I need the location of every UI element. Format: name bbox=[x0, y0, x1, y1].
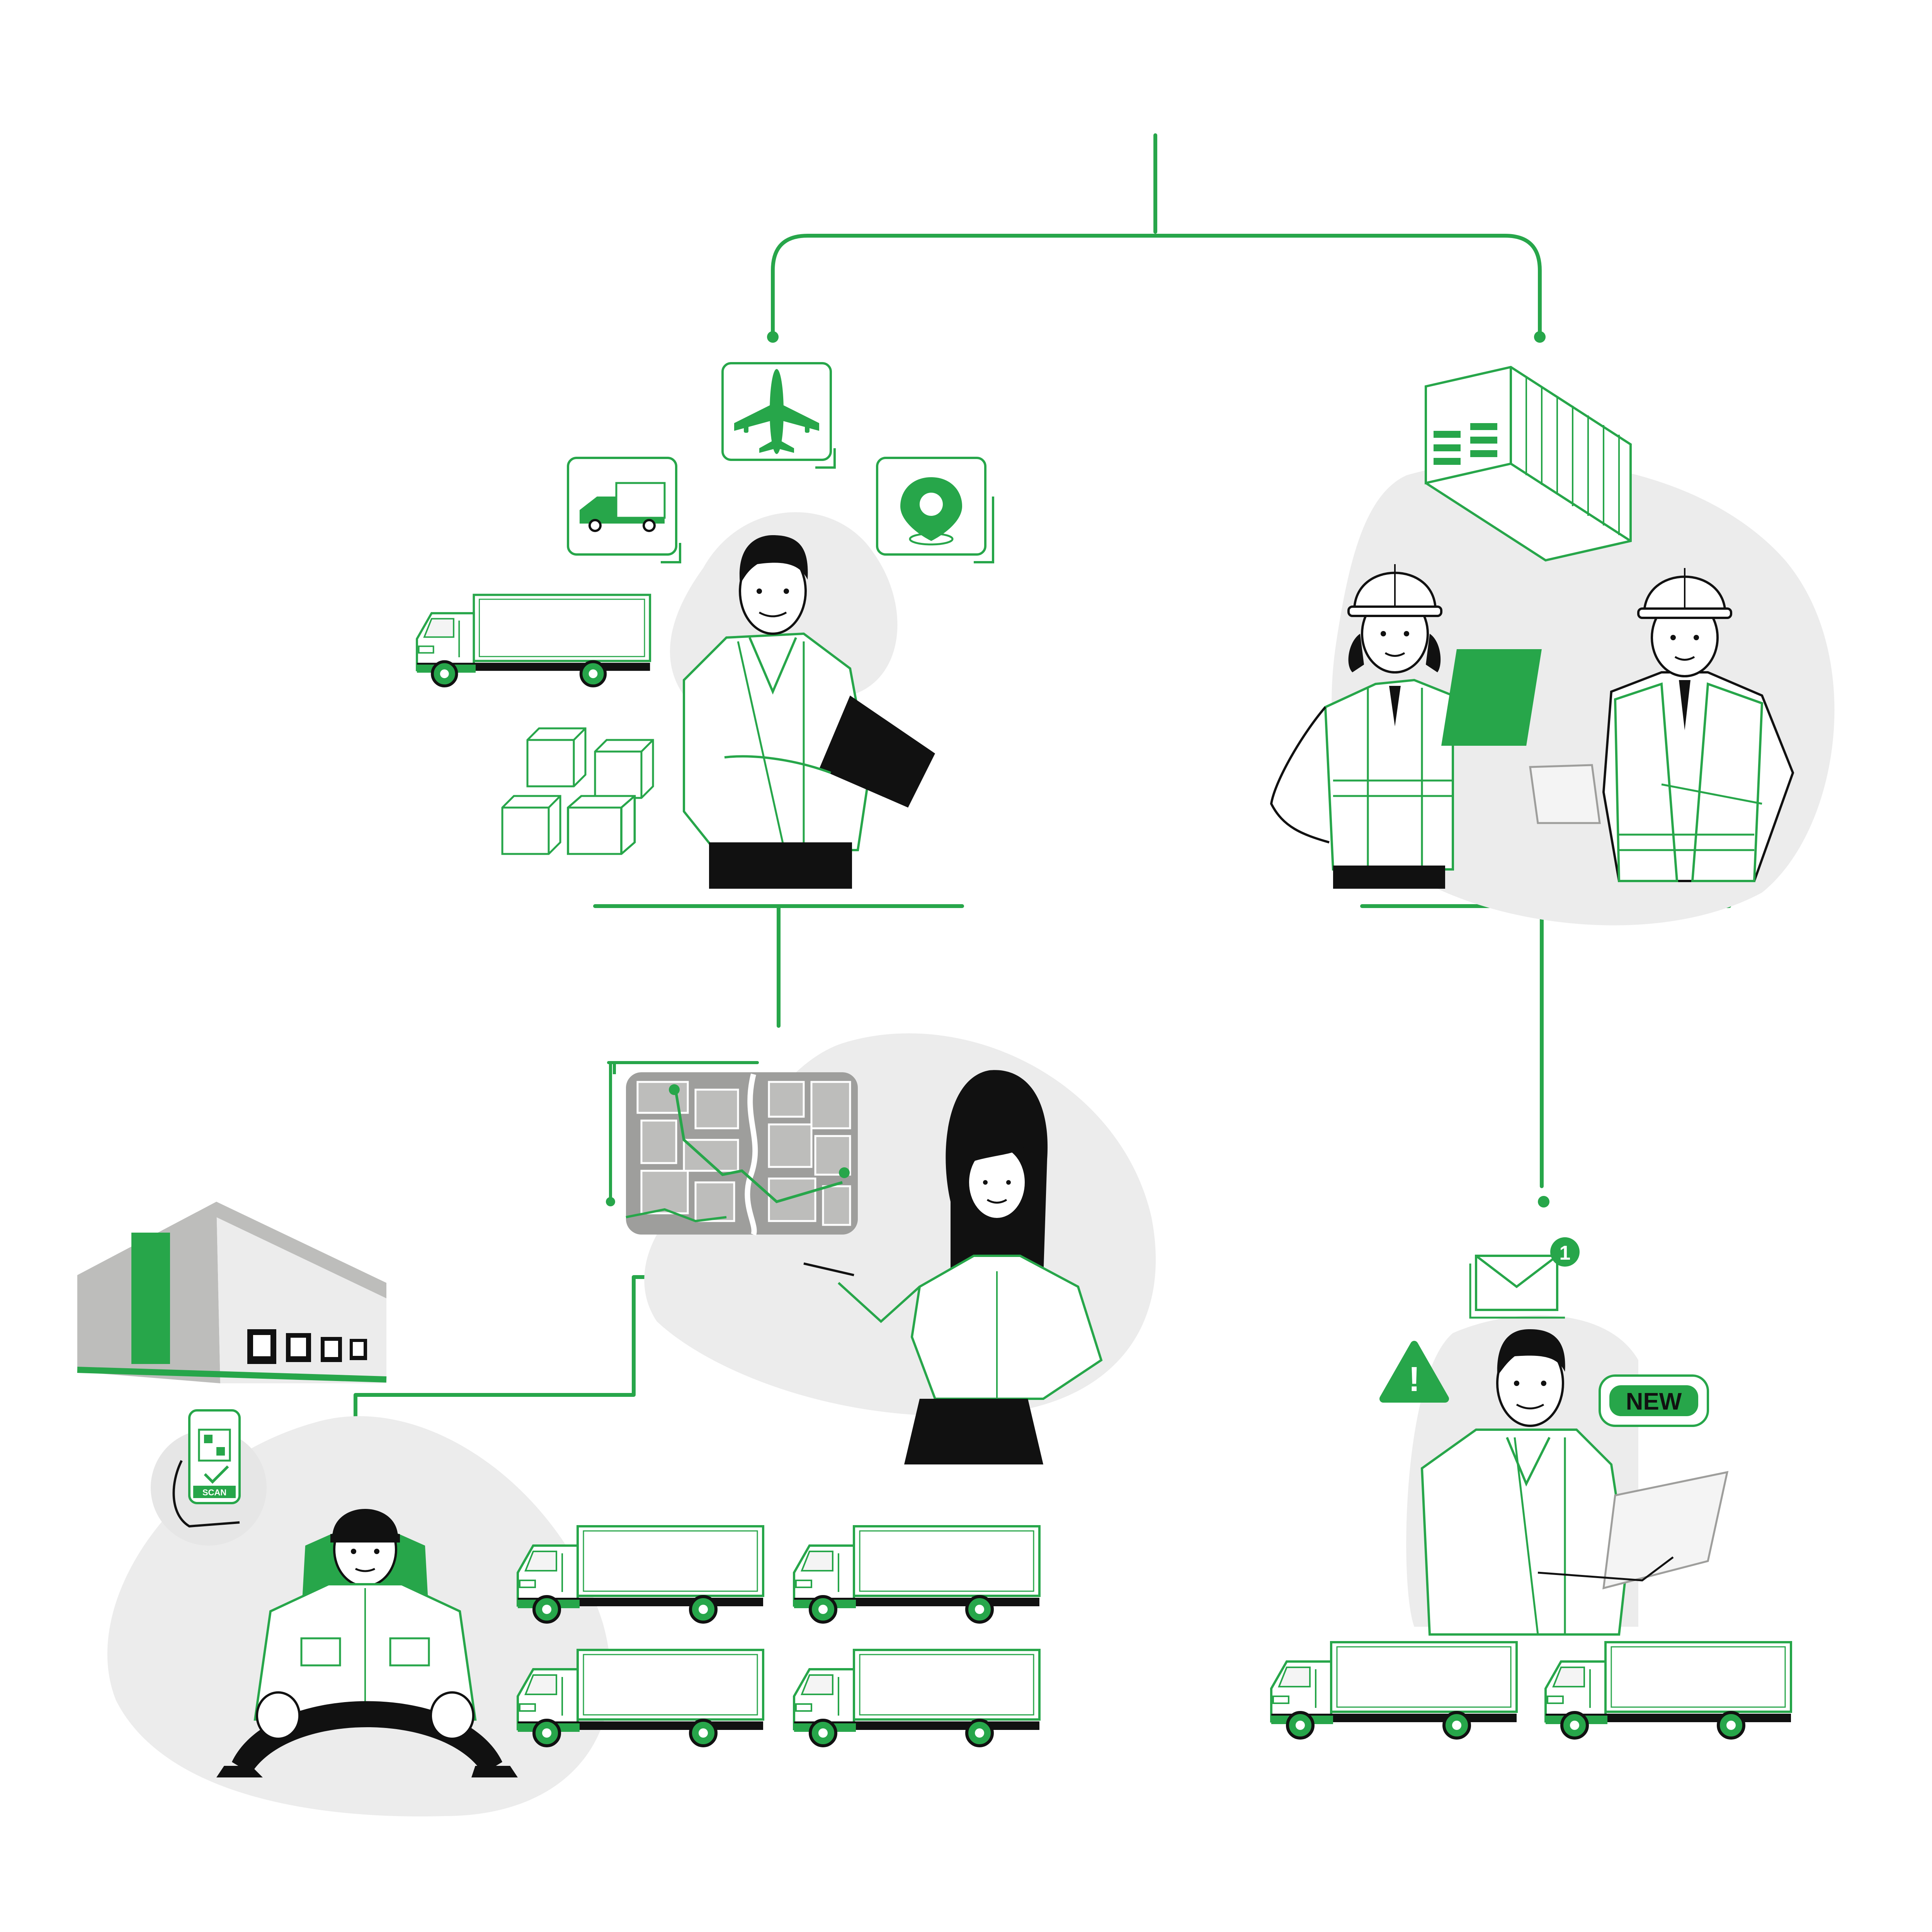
shipping-container-icon bbox=[1425, 366, 1632, 562]
logistics-manager-scene bbox=[417, 362, 994, 889]
dispatcher-scene bbox=[613, 1061, 1103, 1464]
dispatcher-figure bbox=[803, 1070, 1103, 1464]
phone-scan-icon: SCAN bbox=[172, 1409, 241, 1528]
route-map-panel bbox=[613, 1061, 858, 1236]
warehouse-icon bbox=[77, 1202, 387, 1383]
new-badge: NEW bbox=[1599, 1374, 1709, 1427]
manager-figure bbox=[683, 535, 935, 889]
driver-scene: SCAN bbox=[77, 1202, 1039, 1777]
warning-icon: ! bbox=[1379, 1341, 1449, 1403]
female-inspector-figure bbox=[1270, 564, 1542, 889]
male-inspector-figure bbox=[1529, 568, 1794, 882]
mail-icon: 1 bbox=[1469, 1237, 1580, 1319]
warning-symbol: ! bbox=[1408, 1360, 1420, 1399]
fleet-manager-figure bbox=[1420, 1329, 1729, 1636]
new-badge-label: NEW bbox=[1626, 1388, 1682, 1415]
location-pin-icon bbox=[876, 457, 994, 563]
scan-label: SCAN bbox=[202, 1488, 226, 1497]
fleet-manager-scene: 1 ! NEW bbox=[1271, 1237, 1791, 1738]
truck-icon bbox=[567, 457, 681, 563]
truck-driver-figure bbox=[216, 1509, 518, 1777]
notification-count-badge: 1 bbox=[1560, 1242, 1571, 1264]
airplane-icon bbox=[721, 362, 836, 469]
port-inspectors-scene bbox=[1270, 366, 1794, 889]
